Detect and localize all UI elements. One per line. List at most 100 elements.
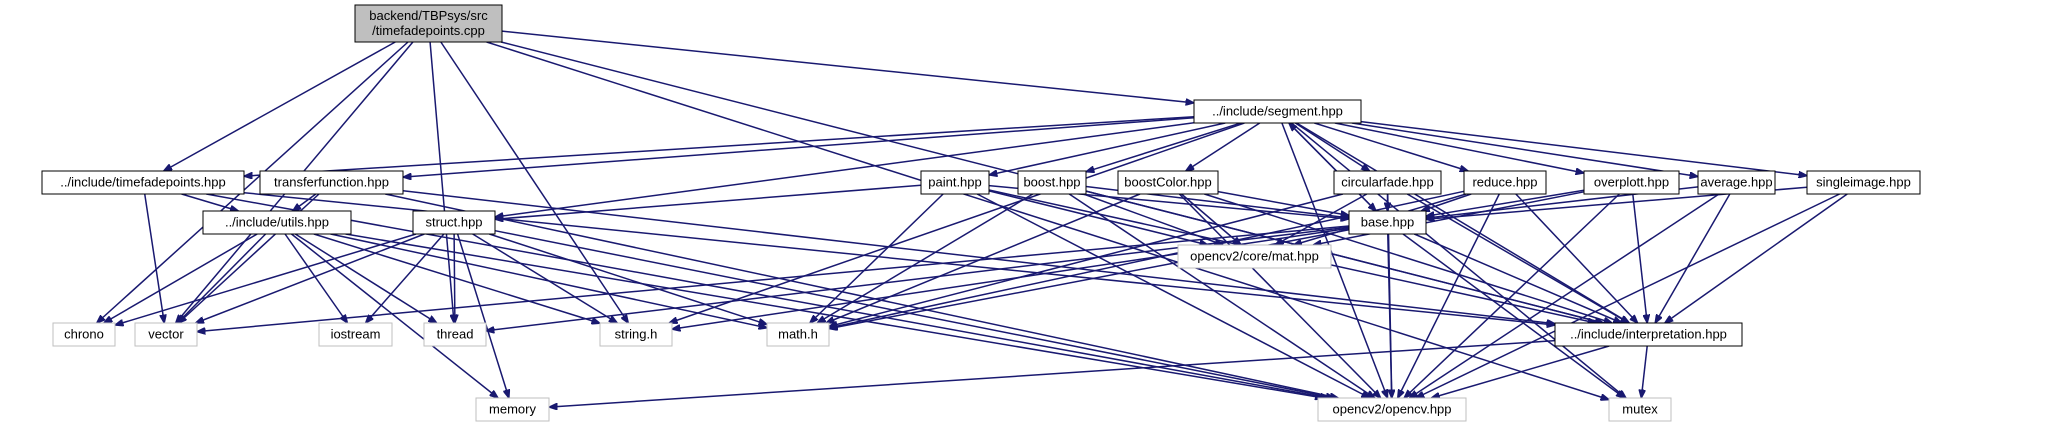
edge-paint-to-opencv [976,193,1370,398]
node-box [599,322,673,347]
edge-overplott-to-base [1426,189,1585,216]
node-box [1608,397,1672,422]
node-box [1177,244,1332,269]
edge-transferfunction-to-vector [179,193,320,323]
node-label: struct.hpp [425,215,482,230]
edge-utils-to-iostream [284,233,347,323]
edge-reduce-to-base [1421,193,1472,211]
edge-root-to-thread [429,41,454,323]
node-timefadepoints-h[interactable]: ../include/timefadepoints.hpp [41,170,245,195]
edge-segment-to-timefadepoints_h [244,115,1195,176]
node-label: transferfunction.hpp [274,175,389,190]
node-box [920,170,990,195]
node-box [766,322,830,347]
node-boostcolor[interactable]: boostColor.hpp [1117,170,1219,195]
edge-singleimage-to-opencv [1416,193,1840,398]
node-box [1348,210,1427,235]
node-box [475,397,550,422]
node-utils[interactable]: ../include/utils.hpp [202,210,352,235]
edge-root-to-timefadepoints_h [164,41,396,171]
edge-segment-to-interpretation [1296,122,1630,323]
node-label: ../include/timefadepoints.hpp [60,175,226,190]
edge-reduce-to-interpretation [1515,193,1638,323]
edge-segment-to-paint [989,122,1226,175]
edge-boost-to-interpretation [1085,190,1603,323]
node-box [202,210,352,235]
node-singleimage[interactable]: singleimage.hpp [1806,170,1921,195]
node-root[interactable]: backend/TBPsys/src/timefadepoints.cpp [354,4,503,43]
edge-base-to-string_h [672,227,1350,329]
node-label: singleimage.hpp [1816,175,1911,190]
node-chrono: chrono [52,322,116,347]
edge-segment-to-string_h [669,122,1245,323]
edge-paint-to-mat [988,190,1208,245]
node-boost[interactable]: boost.hpp [1017,170,1087,195]
node-string-h: string.h [599,322,673,347]
edge-circularfade-to-math_h [829,193,1344,327]
edge-base-to-interpretation [1414,233,1621,323]
edge-average-to-interpretation [1655,193,1731,323]
edge-circularfade-to-interpretation [1406,193,1629,323]
node-box [41,170,245,195]
edge-struct-to-string_h [472,233,618,323]
node-box [423,322,487,347]
node-opencv: opencv2/opencv.hpp [1317,397,1467,422]
edge-segment-to-boost [1086,122,1242,172]
node-mat: opencv2/core/mat.hpp [1177,244,1332,269]
edge-boostcolor-to-opencv [1178,193,1380,398]
node-label: vector [148,327,184,342]
node-overplott[interactable]: overplott.hpp [1583,170,1680,195]
node-circularfade[interactable]: circularfade.hpp [1333,170,1442,195]
edge-base-to-segment [1289,123,1377,212]
node-base[interactable]: base.hpp [1348,210,1427,235]
edge-segment-to-circularfade [1294,122,1369,171]
edge-boostcolor-to-interpretation [1204,193,1612,323]
edge-overplott-to-mat [1313,191,1585,245]
node-box [354,4,503,43]
edge-reduce-to-opencv [1398,193,1500,398]
node-box [1697,170,1776,195]
node-label: average.hpp [1700,175,1772,190]
node-iostream: iostream [318,322,393,347]
node-box [1583,170,1680,195]
node-box [1463,170,1547,195]
node-struct[interactable]: struct.hpp [412,210,496,235]
node-label: overplott.hpp [1594,175,1669,190]
edge-utils-to-chrono [104,233,258,323]
node-label: opencv2/core/mat.hpp [1190,249,1319,264]
edge-base-to-mutex [1402,233,1624,398]
node-interpretation[interactable]: ../include/interpretation.hpp [1554,322,1743,347]
node-box [1193,99,1362,124]
edge-base-to-opencv [1387,233,1392,398]
node-box [52,322,116,347]
edge-overplott-to-interpretation [1632,193,1647,323]
node-transferfunction[interactable]: transferfunction.hpp [259,170,404,195]
edge-boost-to-opencv [1068,193,1375,398]
node-reduce[interactable]: reduce.hpp [1463,170,1547,195]
edge-timefadepoints_h-to-opencv [206,193,1328,398]
edge-interpretation-to-memory [549,339,1556,407]
edge-segment-to-average [1351,122,1698,177]
edge-segment-to-opencv [1281,122,1388,398]
node-label: circularfade.hpp [1341,175,1434,190]
edge-timefadepoints_h-to-utils [181,193,239,211]
node-label: ../include/interpretation.hpp [1570,327,1727,342]
edge-boost-to-math_h [817,193,1034,323]
edge-interpretation-to-opencv [1431,345,1610,398]
node-label: math.h [778,327,818,342]
node-average[interactable]: average.hpp [1697,170,1776,195]
node-label: iostream [331,327,381,342]
node-paint[interactable]: paint.hpp [920,170,990,195]
edge-segment-to-struct [495,122,1195,217]
edge-paint-to-struct [495,184,922,219]
node-label: memory [489,402,536,417]
edge-segment-to-transferfunction [403,117,1195,177]
edge-struct-to-chrono [115,233,417,325]
edge-utils-to-opencv [345,233,1324,398]
node-box [412,210,496,235]
node-segment[interactable]: ../include/segment.hpp [1193,99,1362,124]
edge-transferfunction-to-interpretation [402,190,1555,324]
edge-utils-to-string_h [313,233,600,323]
edge-struct-to-memory [456,233,509,398]
